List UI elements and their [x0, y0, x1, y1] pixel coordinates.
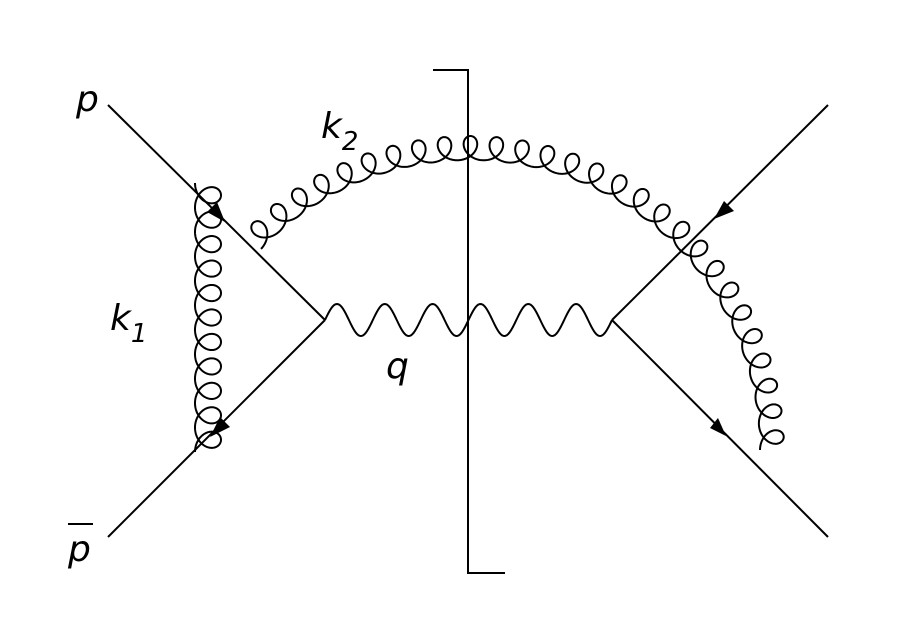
- label-k2-subscript: 2: [342, 127, 359, 157]
- label-k2: k2: [321, 106, 358, 157]
- label-pbar: p: [67, 523, 93, 570]
- gluon-k1-coil: [193, 182, 223, 453]
- label-pbar-letter: p: [67, 529, 91, 570]
- arrowhead-right-lower-line: [710, 418, 726, 436]
- arrowhead-right-upper-line: [714, 201, 734, 219]
- label-p: p: [75, 79, 99, 120]
- label-k1-subscript: 1: [131, 319, 148, 349]
- gluon-k2-coil: [250, 134, 785, 451]
- cut-line: [433, 69, 505, 574]
- label-k1: k1: [110, 298, 147, 349]
- label-q: q: [386, 346, 409, 387]
- label-k2-base: k: [321, 106, 344, 147]
- label-k1-base: k: [110, 298, 133, 339]
